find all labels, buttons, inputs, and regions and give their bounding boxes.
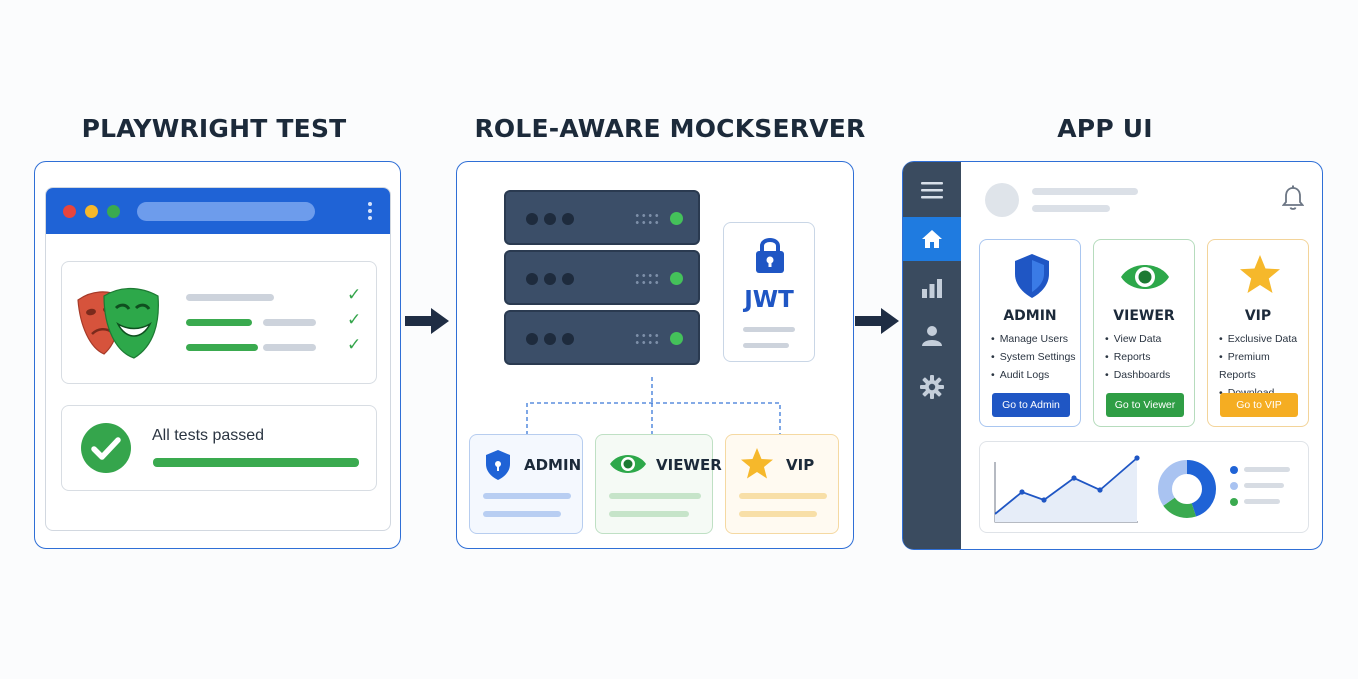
- eye-icon: [610, 455, 646, 473]
- all-tests-passed-card: All tests passed: [61, 405, 377, 491]
- test-results-card: ✓ ✓ ✓: [61, 261, 377, 384]
- donut-chart-icon: [1158, 460, 1216, 518]
- role-label: VIEWER: [656, 456, 722, 474]
- chart-icon[interactable]: [903, 266, 961, 310]
- role-card-vip: VIP: [725, 434, 839, 534]
- status-led-icon: [670, 272, 683, 285]
- server-unit: [504, 250, 700, 305]
- home-icon[interactable]: [903, 217, 961, 261]
- permission-item: Dashboards: [1105, 366, 1171, 384]
- mockserver-panel: JWT ADMIN VIEWER VIP: [456, 161, 854, 549]
- app-card-vip: VIP Exclusive Data Premium Reports Downl…: [1207, 239, 1309, 427]
- status-text: All tests passed: [152, 427, 265, 444]
- kebab-menu-icon[interactable]: [368, 202, 372, 222]
- result-line-pass: [186, 344, 258, 351]
- app-card-title: ADMIN: [1003, 308, 1057, 324]
- avatar[interactable]: [985, 183, 1019, 217]
- app-card-title: VIEWER: [1113, 308, 1175, 324]
- jwt-token-card: JWT: [723, 222, 815, 362]
- role-line: [739, 493, 827, 499]
- bell-icon[interactable]: [1282, 185, 1304, 211]
- permission-item: Audit Logs: [991, 366, 1076, 384]
- server-unit: [504, 190, 700, 245]
- token-line: [743, 343, 789, 348]
- header-line: [1032, 205, 1110, 212]
- close-dot-icon[interactable]: [63, 205, 76, 218]
- app-panel: ADMIN Manage Users System Settings Audit…: [902, 161, 1323, 550]
- app-card-title: VIP: [1244, 308, 1272, 324]
- role-line: [609, 493, 701, 499]
- role-line: [739, 511, 817, 517]
- sidebar: [903, 162, 961, 549]
- line-chart-icon: [994, 455, 1140, 523]
- check-icon: ✓: [347, 285, 362, 304]
- app-title: APP UI: [1057, 114, 1153, 143]
- progress-bar: [153, 458, 359, 467]
- status-led-icon: [670, 212, 683, 225]
- status-led-icon: [670, 332, 683, 345]
- minimize-dot-icon[interactable]: [85, 205, 98, 218]
- role-card-viewer: VIEWER: [595, 434, 722, 534]
- permission-item: Manage Users: [991, 330, 1076, 348]
- permission-list: View Data Reports Dashboards: [1105, 330, 1171, 384]
- playwright-panel: ✓ ✓ ✓ All tests passed: [34, 161, 401, 549]
- role-line: [483, 511, 561, 517]
- go-to-viewer-button[interactable]: Go to Viewer: [1106, 393, 1184, 417]
- star-icon: [741, 448, 773, 479]
- playwright-logo-icon: [77, 287, 159, 359]
- browser-toolbar: [46, 188, 390, 234]
- header-line: [1032, 188, 1138, 195]
- menu-icon[interactable]: [903, 168, 961, 212]
- shield-icon: [1015, 254, 1049, 298]
- arrow-right-icon: [405, 308, 449, 334]
- role-line: [609, 511, 689, 517]
- result-line-placeholder: [186, 294, 274, 301]
- jwt-label: JWT: [744, 287, 794, 313]
- check-icon: ✓: [347, 335, 362, 354]
- role-label: VIP: [786, 456, 815, 474]
- token-line: [743, 327, 795, 332]
- result-line-placeholder: [263, 344, 316, 351]
- role-line: [483, 493, 571, 499]
- permission-item: Reports: [1105, 348, 1170, 366]
- role-card-admin: ADMIN: [469, 434, 583, 534]
- playwright-title: PLAYWRIGHT TEST: [81, 114, 347, 143]
- analytics-card: [979, 441, 1309, 533]
- check-icon: ✓: [347, 310, 362, 329]
- permission-item: Premium Reports: [1219, 348, 1308, 384]
- gear-icon[interactable]: [903, 365, 961, 409]
- eye-icon: [1121, 265, 1169, 289]
- role-label: ADMIN: [524, 456, 582, 474]
- user-icon[interactable]: [903, 314, 961, 358]
- permission-list: Manage Users System Settings Audit Logs: [991, 330, 1076, 384]
- arrow-right-icon: [855, 308, 899, 334]
- go-to-admin-button[interactable]: Go to Admin: [992, 393, 1070, 417]
- server-unit: [504, 310, 700, 365]
- permission-list: Exclusive Data Premium Reports Download: [1219, 330, 1308, 402]
- permission-item: Exclusive Data: [1219, 330, 1308, 348]
- go-to-vip-button[interactable]: Go to VIP: [1220, 393, 1298, 417]
- role-connector-lines: [526, 377, 781, 435]
- browser-window: ✓ ✓ ✓ All tests passed: [45, 187, 391, 531]
- shield-icon: [486, 450, 510, 480]
- permission-item: System Settings: [991, 348, 1076, 366]
- app-card-admin: ADMIN Manage Users System Settings Audit…: [979, 239, 1081, 427]
- mockserver-title: ROLE-AWARE MOCKSERVER: [474, 114, 866, 143]
- address-bar[interactable]: [137, 202, 315, 221]
- maximize-dot-icon[interactable]: [107, 205, 120, 218]
- result-line-placeholder: [263, 319, 316, 326]
- success-check-icon: [81, 423, 131, 473]
- permission-item: View Data: [1105, 330, 1170, 348]
- star-icon: [1240, 255, 1280, 293]
- app-card-viewer: VIEWER View Data Reports Dashboards Go t…: [1093, 239, 1195, 427]
- result-line-pass: [186, 319, 252, 326]
- lock-icon: [756, 238, 784, 273]
